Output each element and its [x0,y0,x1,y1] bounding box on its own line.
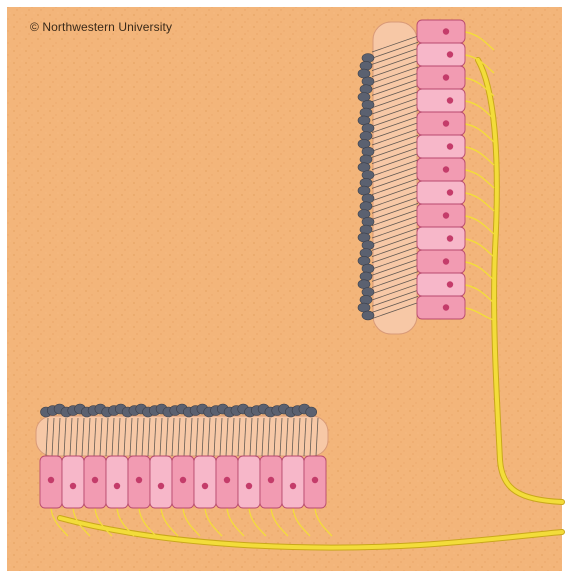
otolith-vertical [362,77,374,86]
hair-cell-vertical [417,112,465,135]
otolith-vertical [362,217,374,226]
otolith-vertical [362,311,374,320]
otolith-vertical [360,272,372,281]
hair-cell-nucleus [443,120,449,126]
hair-cell-vertical [417,250,465,273]
hair-cell-horizontal [150,456,172,508]
cuticular-plate-horizontal [36,416,328,456]
copyright-credit: © Northwestern University [30,20,172,34]
otolith-vertical [360,132,372,141]
otolith-vertical [360,61,372,70]
hair-cell-vertical [417,273,465,296]
hair-cell-nucleus [202,483,208,489]
hair-cell-horizontal [282,456,304,508]
hair-cell-nucleus [158,483,164,489]
hair-cell-nucleus [224,477,230,483]
otolith-vertical [362,264,374,273]
otolith-vertical [362,147,374,156]
otolith-vertical [360,295,372,304]
otolith-vertical [360,108,372,117]
hair-cell-nucleus [114,483,120,489]
hair-cell-nucleus [447,189,453,195]
hair-cell-nucleus [48,477,54,483]
otolith-vertical [362,288,374,297]
hair-cell-nucleus [447,97,453,103]
hair-cell-nucleus [268,477,274,483]
otolith-vertical [360,155,372,164]
otolith-vertical [362,54,374,63]
hair-cell-vertical [417,20,465,43]
hair-cell-nucleus [312,477,318,483]
otolith-vertical [360,178,372,187]
hair-cell-vertical [417,89,465,112]
hair-cell-nucleus [447,143,453,149]
otolith-vertical [362,241,374,250]
hair-cell-nucleus [180,477,186,483]
hair-cell-row-vertical [358,20,465,334]
hair-cell-vertical [417,296,465,319]
hair-cell-nucleus [443,28,449,34]
hair-cell-nucleus [443,212,449,218]
hair-cell-nucleus [447,51,453,57]
hair-cell-vertical [417,227,465,250]
hair-cell-nucleus [447,281,453,287]
otolith-vertical [360,225,372,234]
hair-cell-nucleus [443,166,449,172]
hair-cell-nucleus [443,304,449,310]
otolith-vertical [360,202,372,211]
otolith-vertical [360,85,372,94]
hair-cell-nucleus [447,235,453,241]
hair-cell-horizontal [194,456,216,508]
hair-cell-vertical [417,43,465,66]
hair-cell-nucleus [246,483,252,489]
hair-cell-horizontal [62,456,84,508]
otolith-vertical [362,124,374,133]
hair-cell-nucleus [92,477,98,483]
hair-cell-horizontal [106,456,128,508]
hair-cell-vertical [417,66,465,89]
hair-cell-vertical [417,204,465,227]
otolith-vertical [360,249,372,258]
otolith-vertical [362,171,374,180]
hair-cell-nucleus [443,74,449,80]
hair-cell-nucleus [443,258,449,264]
hair-cell-nucleus [290,483,296,489]
hair-cell-vertical [417,158,465,181]
hair-cell-horizontal [238,456,260,508]
otolith-horizontal [306,407,317,417]
hair-cell-nucleus [70,483,76,489]
otolith-vertical [362,194,374,203]
otolith-vertical [362,100,374,109]
hair-cell-vertical [417,135,465,158]
hair-cell-nucleus [136,477,142,483]
hair-cell-vertical [417,181,465,204]
hair-cell-row-horizontal [36,404,328,508]
